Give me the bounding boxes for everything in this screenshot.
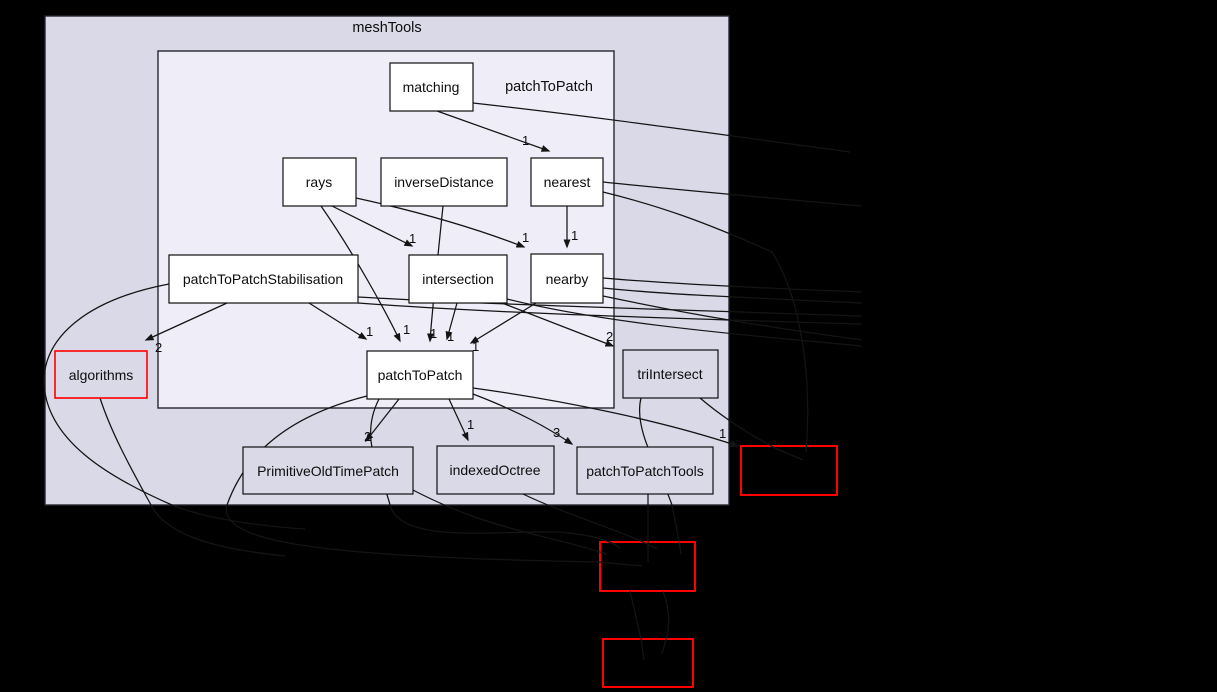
edge-matching-nearest: [436, 110, 551, 152]
node-algorithms[interactable]: algorithms: [54, 350, 148, 399]
stabilisation-label: patchToPatchStabilisation: [183, 271, 343, 287]
rays-label: rays: [306, 174, 332, 190]
node-nearby[interactable]: nearby: [530, 253, 604, 304]
node-matching[interactable]: matching: [389, 62, 474, 112]
indexed-octree-label: indexedOctree: [449, 462, 540, 478]
edge-matching-offscreen: [472, 102, 851, 153]
rays-box[interactable]: [282, 157, 357, 207]
matching-label: matching: [403, 79, 460, 95]
edge-rays-patchtopatch: [320, 205, 401, 343]
edge-label: 1: [430, 326, 437, 341]
patch-to-patch-tools-box[interactable]: [576, 446, 714, 495]
cluster-label-meshtools[interactable]: meshTools: [352, 20, 421, 36]
edge-rays-nearby: [355, 197, 526, 248]
intersection-label: intersection: [422, 271, 494, 287]
nearest-box[interactable]: [530, 157, 604, 207]
node-patch-to-patch[interactable]: patchToPatch: [366, 350, 474, 400]
edge-indexedoctree-offscreen: [522, 493, 658, 550]
edge-nearby-offscreen-3: [602, 295, 863, 341]
edge-label: 1: [447, 329, 454, 344]
edge-label: 3: [553, 425, 560, 440]
edge-label: 2: [364, 429, 371, 444]
node-external-unlabeled-3[interactable]: [602, 638, 694, 688]
edge-external2-external3-1: [629, 590, 645, 661]
edge-patchtopatch-tools: [472, 393, 574, 445]
edge-stabilisation-algorithms: [144, 302, 228, 341]
edge-algorithms-offscreen: [99, 397, 286, 557]
edge-label: 1: [403, 322, 410, 337]
stabilisation-box[interactable]: [168, 254, 359, 304]
patch-to-patch-tools-label: patchToPatchTools: [586, 463, 704, 479]
edge-labels: 1 1 1 1 1 1 1 1 1 2 2 2 1 3 1: [155, 133, 726, 444]
edge-nearby-offscreen-1: [602, 277, 863, 293]
edge-label: 1: [472, 339, 479, 354]
edge-label: 1: [366, 324, 373, 339]
node-rays[interactable]: rays: [282, 157, 357, 207]
indexed-octree-box[interactable]: [436, 445, 555, 495]
edge-label: 2: [155, 340, 162, 355]
node-patch-to-patch-stabilisation[interactable]: patchToPatchStabilisation: [168, 254, 359, 304]
edge-patchtopatch-indexedoctree: [448, 398, 469, 442]
edge-patchtopatch-external1: [472, 387, 740, 447]
algorithms-box[interactable]: [54, 350, 148, 399]
tri-intersect-box[interactable]: [622, 349, 719, 399]
cluster-label-patchtopatch[interactable]: patchToPatch: [505, 79, 593, 95]
edge-rays-intersection: [331, 205, 414, 247]
patch-to-patch-label: patchToPatch: [378, 367, 463, 383]
intersection-box[interactable]: [408, 254, 508, 304]
node-primitive-old-time-patch[interactable]: PrimitiveOldTimePatch: [242, 446, 414, 495]
matching-box[interactable]: [389, 62, 474, 112]
nearby-label: nearby: [546, 271, 589, 287]
edge-nearby-patchtopatch: [469, 302, 537, 344]
edge-label: 1: [522, 133, 529, 148]
edge-nearby-offscreen-2: [602, 287, 863, 304]
edge-primitive-offscreen: [410, 488, 607, 555]
edge-label: 1: [719, 426, 726, 441]
edge-label: 1: [571, 228, 578, 243]
node-indexed-octree[interactable]: indexedOctree: [436, 445, 555, 495]
patch-to-patch-box[interactable]: [366, 350, 474, 400]
tri-intersect-label: triIntersect: [637, 366, 702, 382]
edge-external2-external3-2: [661, 590, 670, 655]
primitive-old-time-patch-label: PrimitiveOldTimePatch: [257, 463, 399, 479]
algorithms-label: algorithms: [69, 367, 134, 383]
edge-intersection-offscreen: [506, 298, 863, 347]
edge-stabilisation-patchtopatch: [308, 302, 368, 340]
edge-label: 2: [606, 329, 613, 344]
nearest-label: nearest: [544, 174, 591, 190]
node-inverse-distance[interactable]: inverseDistance: [380, 157, 508, 207]
edge-label: 1: [467, 417, 474, 432]
external-box-3[interactable]: [602, 638, 694, 688]
node-patch-to-patch-tools[interactable]: patchToPatchTools: [576, 446, 714, 495]
edge-nearest-offscreen-2: [602, 191, 809, 453]
edge-patchtopatch-primitive: [365, 398, 400, 443]
node-intersection[interactable]: intersection: [408, 254, 508, 304]
edge-intersection-triintersect: [501, 302, 615, 347]
node-external-unlabeled-2[interactable]: [599, 541, 696, 592]
edge-label: 1: [522, 230, 529, 245]
edge-label: 1: [409, 231, 416, 246]
primitive-old-time-patch-box[interactable]: [242, 446, 414, 495]
external-box-2[interactable]: [599, 541, 696, 592]
node-tri-intersect[interactable]: triIntersect: [622, 349, 719, 399]
edge-stabilisation-arc-offscreen: [43, 283, 306, 530]
edge-stabilisation-offscreen-2: [357, 302, 863, 325]
edge-nearest-offscreen-1: [602, 181, 863, 207]
inverse-distance-label: inverseDistance: [394, 174, 494, 190]
node-nearest[interactable]: nearest: [530, 157, 604, 207]
inverse-distance-box[interactable]: [380, 157, 508, 207]
nearby-box[interactable]: [530, 253, 604, 304]
edge-triintersect-offscreen-2: [699, 397, 804, 461]
